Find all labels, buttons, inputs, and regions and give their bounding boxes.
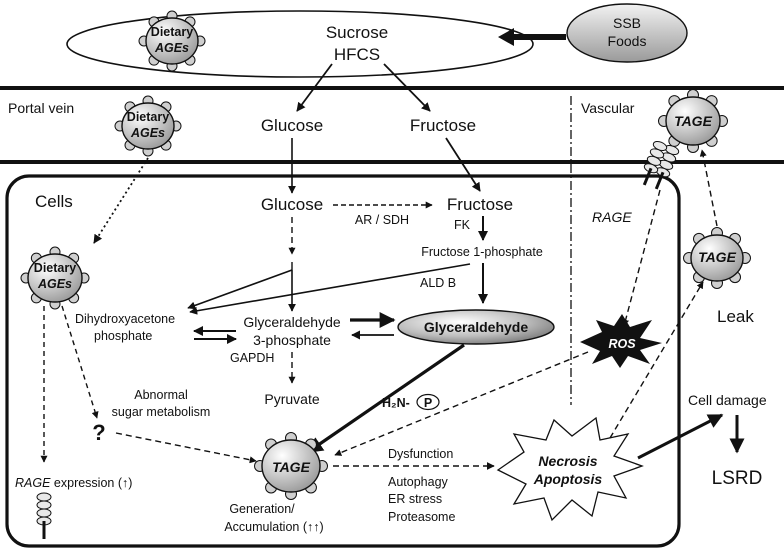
portal-vein-label: Portal vein	[8, 100, 74, 116]
cells-label: Cells	[35, 192, 73, 211]
ages-portal-dietary: Dietary	[127, 110, 169, 124]
glyceraldehyde-label: Glyceraldehyde	[424, 319, 528, 335]
hfcs-label: HFCS	[334, 45, 380, 64]
fructose-1p-label: Fructose 1-phosphate	[421, 245, 543, 259]
necrosis-label: Necrosis	[538, 453, 597, 469]
arrow-rage-to-ros	[622, 189, 661, 327]
arrow-question-to-tage	[115, 432, 257, 464]
tage-main-ball	[254, 432, 328, 500]
arrow-necrosis-to-leak	[609, 281, 704, 439]
portal-glucose: Glucose	[261, 116, 323, 135]
arrow-to-portal-glucose	[296, 63, 333, 112]
question-mark: ?	[92, 420, 105, 445]
arrow-ages-into-cell	[93, 157, 149, 244]
tage-vascular-label: TAGE	[674, 113, 713, 129]
tage-leak-label: TAGE	[698, 249, 737, 265]
h2n-label: H₂N-	[382, 396, 410, 410]
arrow-to-portal-fructose	[383, 63, 431, 112]
cell-fructose: Fructose	[447, 195, 513, 214]
glyceraldehyde-ellipse	[397, 309, 555, 345]
ald-b-label: ALD B	[420, 276, 456, 290]
lsrd-label: LSRD	[712, 468, 763, 489]
ages-top-ages: AGEs	[154, 41, 189, 55]
portal-fructose: Fructose	[410, 116, 476, 135]
ages-cell-ages: AGEs	[37, 277, 72, 291]
cell-damage-label: Cell damage	[688, 392, 767, 408]
vascular-label: Vascular	[581, 100, 635, 116]
intake-ellipse	[66, 10, 534, 78]
abnormal-label-2: sugar metabolism	[112, 405, 211, 419]
accumulation-label: Accumulation (↑↑)	[224, 520, 323, 534]
tage-vascular-ball	[658, 89, 728, 153]
ball-body	[27, 253, 83, 303]
rage-receptor-membrane-icon	[642, 140, 680, 190]
dysfunction-label: Dysfunction	[388, 447, 453, 461]
p-label: P	[424, 396, 432, 410]
ssb-intake-arrow	[498, 28, 566, 46]
tage-main-label: TAGE	[272, 459, 311, 475]
rage-cell-label: RAGE	[592, 209, 632, 225]
ssb-label: SSB	[613, 15, 641, 31]
gapdh-label: GAPDH	[230, 351, 274, 365]
rage-stalk	[642, 167, 653, 186]
arrow-necrosis-to-damage	[637, 413, 724, 460]
portal-bottom-line	[0, 160, 784, 164]
glucose-to-dhap	[187, 269, 293, 310]
ages-top-dietary: Dietary	[151, 25, 193, 39]
portal-top-line	[0, 86, 784, 90]
apoptosis-label: Apoptosis	[533, 471, 603, 487]
f1p-to-dhap	[189, 263, 471, 315]
rage-receptor-icon	[36, 492, 52, 539]
rage-disc	[36, 508, 52, 518]
proteasome-label: Proteasome	[388, 510, 455, 524]
abnormal-label-1: Abnormal	[134, 388, 188, 402]
er-stress-label: ER stress	[388, 492, 442, 506]
ball-body	[690, 234, 744, 282]
rage-expression-label: RAGE expression (↑)	[15, 476, 132, 490]
tage-leak-ball	[683, 227, 751, 289]
arrow-ages-to-question	[61, 305, 99, 419]
dietary-ages-intake	[138, 10, 206, 72]
ros-burst	[580, 314, 662, 368]
arrow-ros-to-tage	[334, 351, 589, 456]
sucrose-label: Sucrose	[326, 23, 388, 42]
arrow-leak-to-vascular	[699, 149, 718, 227]
ages-cell-dietary: Dietary	[34, 261, 76, 275]
fk-label: FK	[454, 218, 471, 232]
gap-label-2: 3-phosphate	[253, 332, 331, 348]
phosphate-circle	[416, 393, 440, 411]
arrow-fructose-into-cell	[445, 137, 481, 192]
ball-body	[145, 17, 199, 65]
ages-portal-ages: AGEs	[130, 126, 165, 140]
pyruvate-label: Pyruvate	[264, 391, 319, 407]
ar-sdh-label: AR / SDH	[355, 213, 409, 227]
ball-body	[665, 96, 721, 146]
dietary-ages-portal	[114, 95, 182, 157]
ssb-foods-ellipse	[566, 3, 688, 63]
ball-body	[121, 102, 175, 150]
cells-box	[5, 174, 681, 548]
ball-body	[261, 439, 321, 493]
generation-label: Generation/	[229, 502, 295, 516]
necrosis-apoptosis-burst	[496, 416, 644, 522]
gap-label-1: Glyceraldehyde	[243, 314, 340, 330]
rage-disc	[36, 492, 52, 502]
foods-label: Foods	[608, 33, 647, 49]
leak-label: Leak	[717, 307, 754, 326]
cell-glucose: Glucose	[261, 195, 323, 214]
ros-label: ROS	[608, 337, 636, 351]
rage-disc	[36, 500, 52, 510]
arrow-glyceraldehyde-to-tage	[306, 343, 465, 454]
autophagy-label: Autophagy	[388, 475, 449, 489]
dhap-label-2: phosphate	[94, 329, 152, 343]
dietary-ages-cell	[20, 246, 90, 310]
dhap-label-1: Dihydroxyacetone	[75, 312, 175, 326]
rage-stalk	[654, 171, 665, 190]
